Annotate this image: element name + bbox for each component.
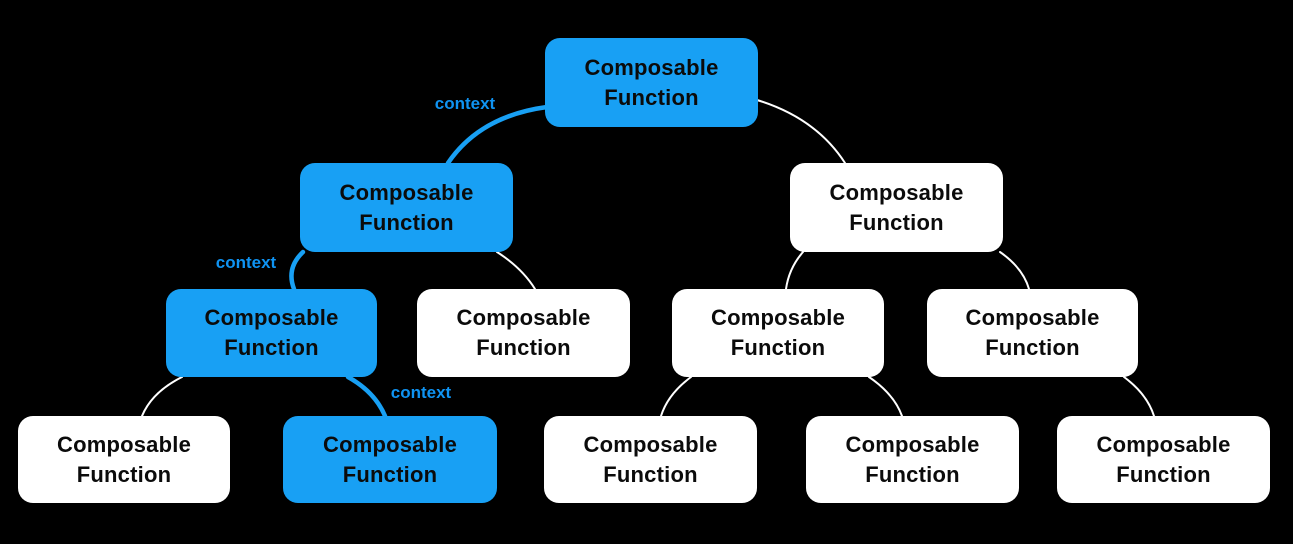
- node-label: Composable Function: [845, 431, 980, 487]
- node-level3-4: Composable Function: [927, 289, 1138, 377]
- edge-level3-4-to-level4-5: [1123, 376, 1155, 417]
- node-level4-4: Composable Function: [806, 416, 1019, 503]
- node-label: Composable Function: [204, 305, 339, 360]
- node-label: Composable Function: [829, 179, 964, 235]
- node-level4-3: Composable Function: [544, 416, 757, 503]
- node-label: Composable Function: [965, 305, 1100, 360]
- node-label: Composable Function: [56, 431, 192, 487]
- node-level4-5: Composable Function: [1057, 416, 1270, 503]
- edge-level2-right-to-level3-3: [785, 251, 804, 290]
- edge-root-to-level2-right: [756, 99, 846, 164]
- node-level2-left: Composable Function: [300, 163, 513, 252]
- node-label: Composable Function: [584, 54, 719, 110]
- node-label: Composable Function: [710, 305, 846, 360]
- edge-level2-right-to-level3-4: [999, 251, 1030, 290]
- node-level3-3: Composable Function: [672, 289, 884, 377]
- node-label: Composable Function: [583, 431, 718, 487]
- edge-level3-1-to-level4-2: [345, 374, 388, 419]
- edge-level3-3-to-level4-4: [868, 376, 903, 417]
- edge-root-to-level2-left: [445, 104, 550, 166]
- edge-label-context-root: context: [434, 94, 496, 113]
- node-level3-1: Composable Function: [166, 289, 377, 377]
- edge-level3-1-to-level4-1: [141, 376, 183, 417]
- node-level2-right: Composable Function: [790, 163, 1003, 252]
- node-label: Composable Function: [339, 179, 474, 235]
- node-root: Composable Function: [545, 38, 758, 127]
- node-label: Composable Function: [1096, 431, 1231, 487]
- edge-level2-left-to-level3-2: [496, 251, 536, 290]
- edge-level3-3-to-level4-3: [660, 376, 692, 417]
- node-level4-2: Composable Function: [283, 416, 497, 503]
- node-label: Composable Function: [456, 305, 591, 360]
- edge-level2-left-to-level3-1: [289, 249, 306, 292]
- edge-label-context-level2: context: [215, 253, 277, 272]
- edge-label-context-level3: context: [390, 383, 452, 402]
- node-level3-2: Composable Function: [417, 289, 630, 377]
- node-level4-1: Composable Function: [18, 416, 230, 503]
- node-label: Composable Function: [322, 431, 458, 487]
